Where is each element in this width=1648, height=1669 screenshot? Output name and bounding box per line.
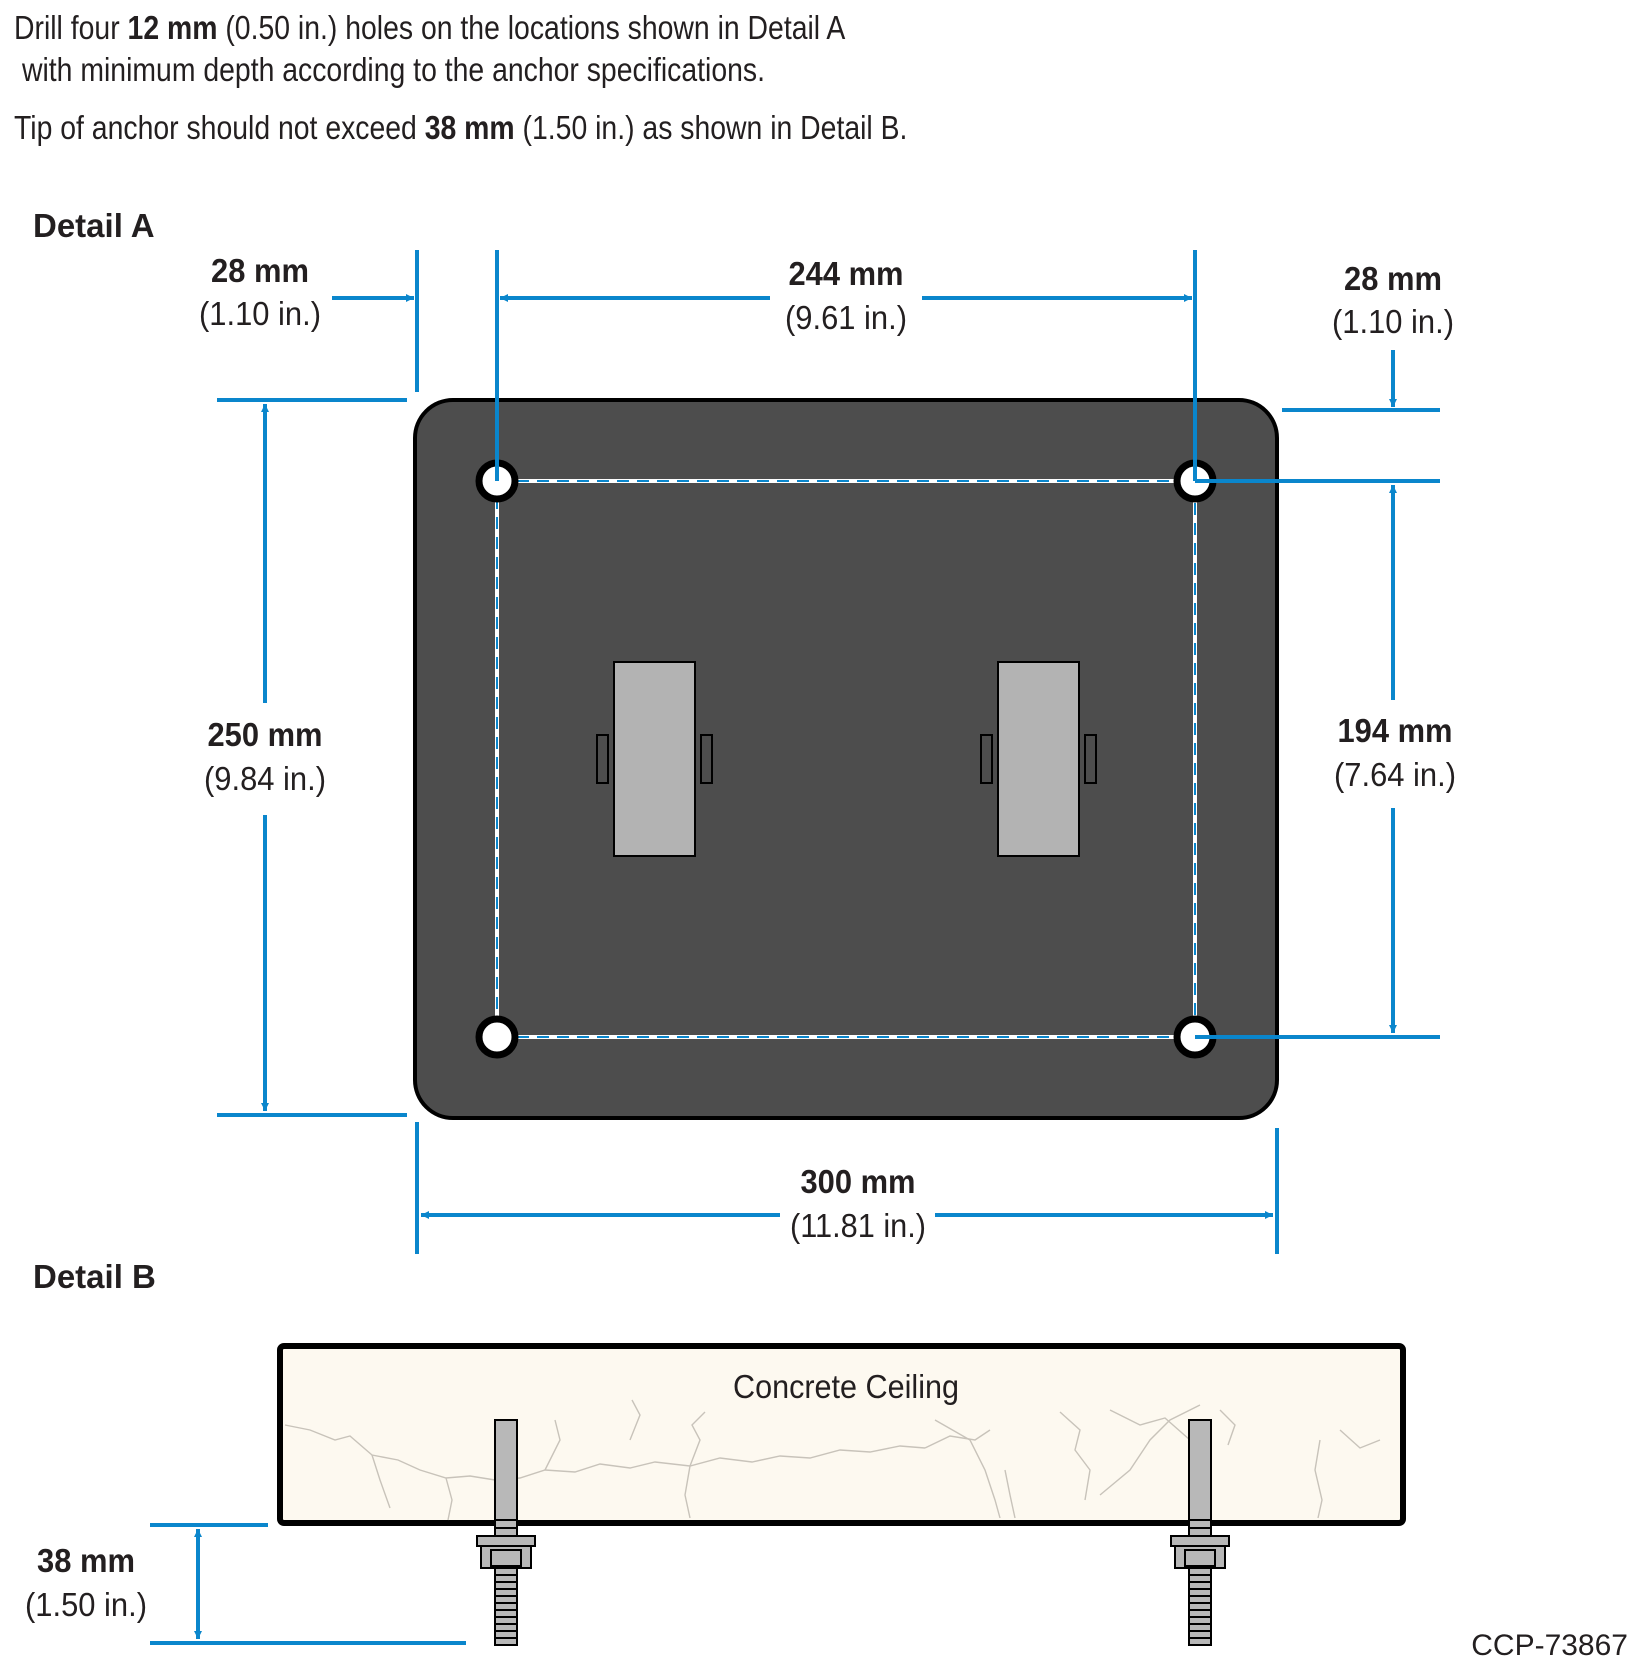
detail-a-heading: Detail A xyxy=(33,207,155,244)
instruction-bold: 38 mm xyxy=(424,109,515,146)
dim-width-mm: 300 mm xyxy=(801,1163,916,1200)
hole-pattern-centerline xyxy=(496,480,1196,1038)
dim-hole-vertical-mm: 194 mm xyxy=(1338,712,1453,749)
dim-width-in: (11.81 in.) xyxy=(790,1207,926,1244)
anchor-bolt-left xyxy=(476,1419,536,1646)
dim-left-offset-in: (1.10 in.) xyxy=(199,295,321,332)
instruction-line-1: Drill four 12 mm (0.50 in.) holes on the… xyxy=(14,8,845,48)
dim-hole-spacing-mm: 244 mm xyxy=(789,255,904,292)
instruction-text: Drill four xyxy=(14,9,128,46)
instruction-text: Tip of anchor should not exceed xyxy=(14,109,425,146)
instruction-text: (1.50 in.) as shown in Detail B. xyxy=(514,109,908,146)
instruction-line-2: with minimum depth according to the anch… xyxy=(22,51,765,88)
bracket-left xyxy=(596,661,713,857)
dimension-labels: 28 mm (1.10 in.) 244 mm (9.61 in.) 28 mm… xyxy=(199,252,1456,1244)
instruction-bold: 12 mm xyxy=(127,9,218,46)
dim-hole-vertical-in: (7.64 in.) xyxy=(1334,756,1456,793)
dim-left-offset-mm: 28 mm xyxy=(211,252,309,289)
dim-anchor-tip-mm: 38 mm xyxy=(37,1542,135,1579)
dim-height-in: (9.84 in.) xyxy=(204,760,326,797)
mounting-hole xyxy=(475,1015,519,1059)
detail-b-dimension-lines xyxy=(150,1523,466,1645)
dim-top-offset-in: (1.10 in.) xyxy=(1332,303,1454,340)
concrete-ceiling xyxy=(277,1343,1406,1526)
dim-anchor-tip-in: (1.50 in.) xyxy=(25,1586,147,1623)
anchor-bolt-right xyxy=(1170,1419,1230,1646)
bracket-right xyxy=(980,661,1097,857)
extension-lines xyxy=(217,250,1440,1254)
instruction-line-3: Tip of anchor should not exceed 38 mm (1… xyxy=(14,108,907,148)
dim-hole-spacing-in: (9.61 in.) xyxy=(785,299,907,336)
dim-top-offset-mm: 28 mm xyxy=(1344,260,1442,297)
dim-height-mm: 250 mm xyxy=(208,716,323,753)
detail-b-heading: Detail B xyxy=(33,1258,156,1295)
instruction-text: (0.50 in.) holes on the locations shown … xyxy=(217,9,846,46)
concrete-ceiling-label: Concrete Ceiling xyxy=(733,1368,959,1405)
dimension-arrows xyxy=(261,294,1397,1219)
document-code: CCP-73867 xyxy=(1471,1629,1628,1662)
mounting-plate xyxy=(413,398,1279,1120)
